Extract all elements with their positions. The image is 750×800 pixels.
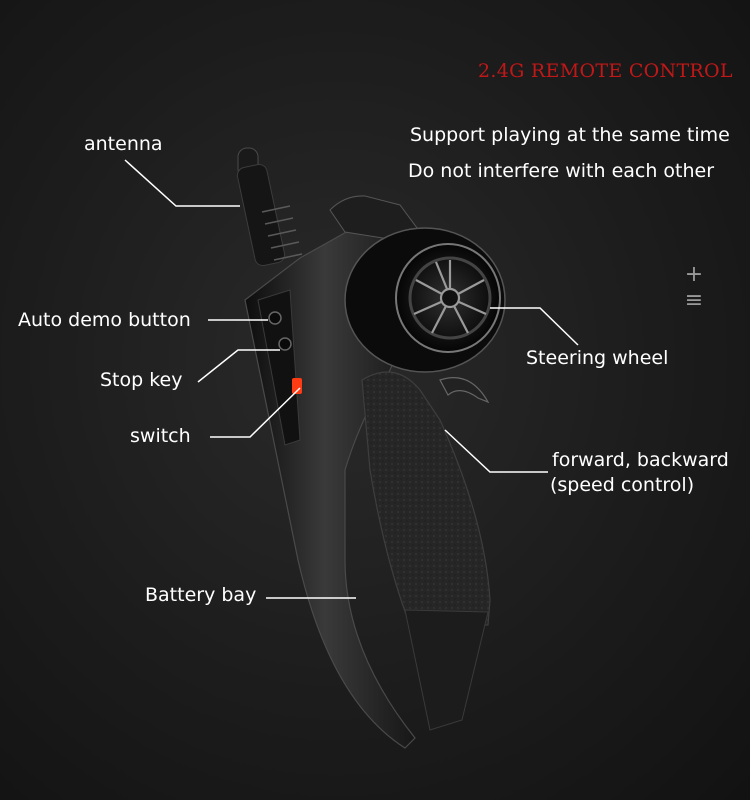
intro-line-1: Support playing at the same time (410, 124, 730, 146)
label-trigger-line-1: forward, backward (552, 449, 729, 471)
menu-icon[interactable]: ≡ (684, 288, 704, 313)
page-title: 2.4G REMOTE CONTROL (478, 60, 733, 82)
antenna-part (236, 147, 303, 267)
trigger (439, 377, 490, 404)
side-icons: + ≡ (683, 262, 705, 314)
label-battery-bay: Battery bay (145, 584, 257, 606)
steering-wheel (408, 256, 492, 340)
label-antenna: antenna (84, 133, 163, 155)
label-switch: switch (130, 425, 191, 447)
switch-slider (292, 378, 302, 394)
grip (361, 371, 491, 626)
label-auto-demo-button: Auto demo button (18, 309, 191, 331)
label-steering-wheel: Steering wheel (526, 347, 669, 369)
intro-line-2: Do not interfere with each other (408, 160, 715, 182)
label-stop-key: Stop key (100, 369, 183, 391)
plus-icon[interactable]: + (684, 262, 704, 287)
label-trigger-line-2: (speed control) (550, 474, 695, 496)
